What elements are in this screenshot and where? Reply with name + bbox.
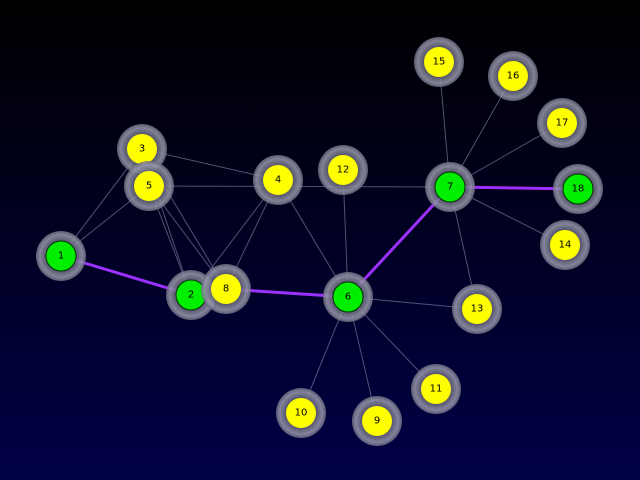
node-core (434, 171, 466, 203)
node-13[interactable]: 13 (452, 284, 502, 334)
node-core (424, 47, 454, 77)
node-core (332, 281, 364, 313)
node-core (547, 108, 577, 138)
node-core (127, 134, 157, 164)
node-core (498, 61, 528, 91)
node-8[interactable]: 8 (201, 264, 251, 314)
node-core (286, 398, 316, 428)
node-6[interactable]: 6 (323, 272, 373, 322)
node-5[interactable]: 5 (124, 161, 174, 211)
node-7[interactable]: 7 (425, 162, 475, 212)
node-16[interactable]: 16 (488, 51, 538, 101)
node-17[interactable]: 17 (537, 98, 587, 148)
node-9[interactable]: 9 (352, 396, 402, 446)
node-18[interactable]: 18 (553, 164, 603, 214)
node-core (550, 230, 580, 260)
node-core (263, 165, 293, 195)
node-1[interactable]: 1 (36, 231, 86, 281)
node-core (211, 274, 241, 304)
node-core (421, 374, 451, 404)
node-10[interactable]: 10 (276, 388, 326, 438)
node-core (362, 406, 392, 436)
edge-6-7 (346, 185, 452, 299)
node-15[interactable]: 15 (414, 37, 464, 87)
node-core (134, 171, 164, 201)
node-3[interactable]: 3 (117, 124, 167, 174)
node-4[interactable]: 4 (253, 155, 303, 205)
node-core (562, 173, 594, 205)
node-core (45, 240, 77, 272)
node-core (462, 294, 492, 324)
node-11[interactable]: 11 (411, 364, 461, 414)
node-core (328, 155, 358, 185)
node-14[interactable]: 14 (540, 220, 590, 270)
node-12[interactable]: 12 (318, 145, 368, 195)
